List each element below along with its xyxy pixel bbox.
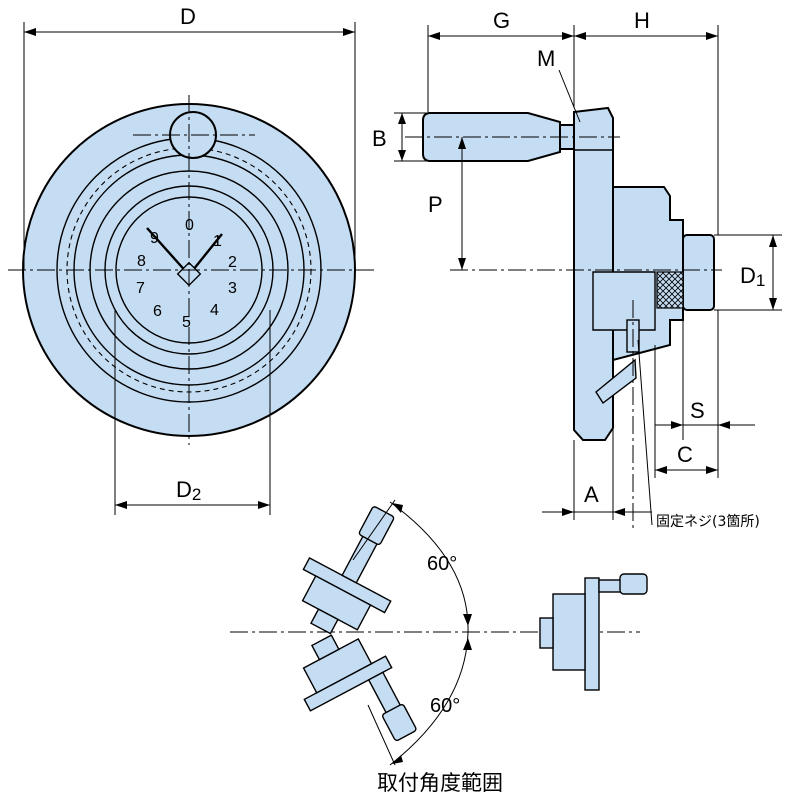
- dial-number-2: 2: [228, 254, 237, 271]
- handwheel-tilted-down: [302, 634, 417, 742]
- dial-number-9: 9: [150, 230, 159, 247]
- shaft-boss: [682, 234, 715, 311]
- angle-label-lower: 60°: [430, 695, 460, 717]
- handle-grip: [422, 112, 561, 162]
- dim-label-A: A: [584, 482, 599, 507]
- dim-label-S: S: [690, 398, 705, 423]
- dim-label-D: D: [180, 4, 196, 29]
- front-view: 0 1 2 3 4 5 6 7 8 9 D D2: [8, 4, 375, 515]
- dim-label-D1: D1: [740, 263, 765, 290]
- dim-label-G: G: [493, 8, 510, 33]
- dim-label-C: C: [677, 442, 693, 467]
- dial-number-4: 4: [210, 302, 219, 319]
- mounting-angle-diagram: 60° 60° 取付角度範囲: [230, 499, 648, 795]
- set-screw-note: 固定ネジ(3箇所): [656, 513, 760, 530]
- dim-label-D2: D2: [176, 477, 201, 504]
- dim-label-P: P: [428, 192, 443, 217]
- dim-label-H: H: [634, 8, 650, 33]
- hub-bore: [592, 271, 656, 331]
- gauge-needles: [146, 227, 223, 287]
- mounting-angle-caption: 取付角度範囲: [377, 771, 503, 795]
- handwheel-tilted-up: [301, 506, 395, 635]
- dial-number-7: 7: [136, 280, 145, 297]
- dial-number-8: 8: [137, 253, 146, 270]
- dial-number-3: 3: [228, 280, 237, 297]
- dim-label-B: B: [372, 126, 387, 151]
- dial-number-6: 6: [153, 303, 162, 320]
- dial-number-5: 5: [182, 314, 191, 331]
- knurled-area: [656, 271, 684, 309]
- dim-label-M: M: [537, 46, 555, 71]
- spoke-section: [595, 358, 637, 405]
- angle-label-upper: 60°: [427, 553, 457, 575]
- side-view: G H M B P D1 S C A: [372, 8, 782, 530]
- handwheel-horizontal: [539, 573, 648, 691]
